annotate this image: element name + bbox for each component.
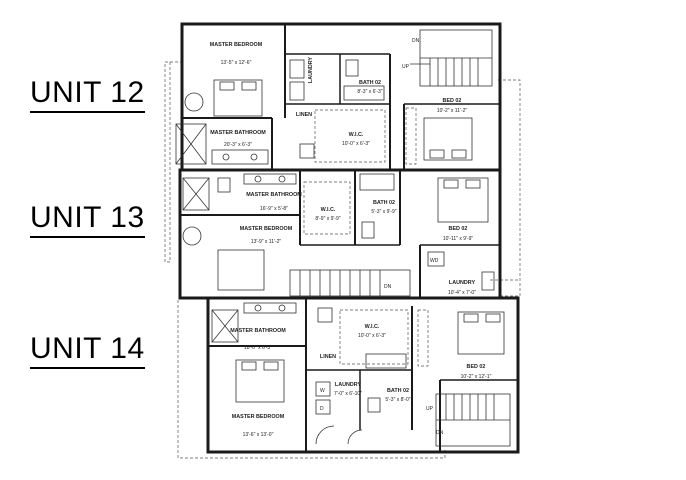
u12-master-bedroom-name: MASTER BEDROOM <box>210 42 263 48</box>
u14-stair-dn: DN <box>436 430 444 436</box>
u12-linen-name: LINEN <box>296 112 312 118</box>
u12-bed <box>213 79 263 117</box>
u12-bath02-name: BATH 02 <box>359 80 381 86</box>
u12-wic-name: W.I.C. <box>349 132 364 138</box>
unit-12-plan <box>175 22 502 172</box>
u13-stair <box>289 269 411 297</box>
u14-bath02-name: BATH 02 <box>387 388 409 394</box>
unit-14-plan <box>206 296 520 454</box>
u13-vanity <box>243 173 297 185</box>
u13-wic-dims: 8'-9" x 9'-9" <box>315 216 340 222</box>
u14-master-bedroom-dims: 13'-6" x 13'-0" <box>243 432 274 438</box>
u12-bath02-dims: 8'-3" x 6'-3" <box>357 89 382 95</box>
u14-shower <box>211 309 239 343</box>
u14-master-bathroom-name: MASTER BATHROOM <box>230 328 286 334</box>
u14-vanity <box>243 302 297 314</box>
u14-wic-dims: 10'-0" x 6'-3" <box>358 333 386 339</box>
u13-bed02-bed <box>437 177 489 223</box>
u12-vanity <box>211 149 269 165</box>
u13-stair-dn: DN <box>384 284 392 290</box>
u13-master-bathroom-dims: 16'-9" x 5'-8" <box>260 206 288 212</box>
u14-dryer-label: D <box>320 406 324 412</box>
u12-master-bathroom-name: MASTER BATHROOM <box>210 130 266 136</box>
u14-tub <box>365 353 407 369</box>
u12-bed02-bed <box>423 117 473 161</box>
u14-dryer <box>315 399 331 415</box>
u12-master-bathroom-dims: 20'-3" x 6'-3" <box>224 142 252 148</box>
u13-master-bedroom-name: MASTER BEDROOM <box>240 226 293 232</box>
u13-bath02-name: BATH 02 <box>373 200 395 206</box>
u14-laundry-dims: 7'-0" x 6'-10" <box>334 391 362 397</box>
u13-master-bedroom-dims: 13'-9" x 11'-2" <box>251 239 282 245</box>
u14-washer <box>315 381 331 397</box>
u14-stair-up: UP <box>426 406 434 412</box>
u13-master-bathroom-name-1: MASTER BATHROOM <box>246 192 302 198</box>
u14-wic-name: W.I.C. <box>365 324 380 330</box>
u13-bed02-dims: 10'-11" x 9'-9" <box>443 236 474 242</box>
unit-14-label: UNIT 14 <box>30 334 145 369</box>
room-labels: MASTER BEDROOM 13'-5" x 12'-6" MASTER BA… <box>210 38 492 438</box>
u14-bed02-dims: 10'-2" x 12'-1" <box>461 374 492 380</box>
unit-14-text: UNIT 14 <box>30 332 145 365</box>
u13-wic-dash <box>303 181 351 235</box>
u13-wd <box>427 251 445 267</box>
u14-bed <box>235 359 285 403</box>
u13-wd-label: WD <box>430 258 439 264</box>
u12-master-bedroom-dims: 13'-5" x 12'-6" <box>221 60 252 66</box>
u12-bed02-name: BED 02 <box>443 98 462 104</box>
u13-laundry-dims: 10'-4" x 7'-0" <box>448 290 476 296</box>
u12-tub <box>343 85 385 101</box>
u14-master-bedroom-name: MASTER BEDROOM <box>232 414 285 420</box>
u13-shower <box>182 177 210 211</box>
u12-stair-dn: DN <box>412 38 420 44</box>
u14-outer-wall <box>206 296 520 454</box>
u12-washer <box>289 59 305 79</box>
unit-12-underline <box>30 111 145 113</box>
u13-bed02-name: BED 02 <box>449 226 468 232</box>
u13-tub <box>359 173 395 191</box>
u12-laundry-name: LAUNDRY <box>308 57 314 84</box>
u12-stair <box>410 29 493 87</box>
unit-13-label: UNIT 13 <box>30 203 145 238</box>
u14-bed02-bed <box>457 311 505 355</box>
unit-14-underline <box>30 367 145 369</box>
unit-13-text: UNIT 13 <box>30 201 145 234</box>
u12-stair-up: UP <box>402 64 410 70</box>
u14-linen-name: LINEN <box>320 354 336 360</box>
unit-13-plan <box>178 168 502 300</box>
u12-chair <box>184 92 204 112</box>
u13-bath02-dims: 5'-3" x 9'-9" <box>371 209 396 215</box>
u14-laundry-name: LAUNDRY <box>335 382 362 388</box>
u12-wic-dims: 10'-0" x 6'-3" <box>342 141 370 147</box>
u14-bed02-name: BED 02 <box>467 364 486 370</box>
u13-chair <box>182 226 202 246</box>
u13-laundry-name: LAUNDRY <box>449 280 476 286</box>
u14-washer-label: W <box>320 388 325 394</box>
u14-bath02-dims: 5'-3" x 8'-0" <box>385 397 410 403</box>
u12-shower <box>175 123 207 165</box>
unit-12-label: UNIT 12 <box>30 78 145 113</box>
unit-12-text: UNIT 12 <box>30 76 145 109</box>
u14-stair <box>435 393 511 447</box>
unit-13-underline <box>30 236 145 238</box>
u13-wic-name: W.I.C. <box>321 207 336 213</box>
u14-master-bathroom-dims: 18'-0" x 6'-3" <box>244 345 272 351</box>
u13-bed <box>217 249 265 291</box>
u12-bed02-dims: 10'-2" x 11'-2" <box>437 108 468 114</box>
u14-wic-dash <box>339 309 409 365</box>
